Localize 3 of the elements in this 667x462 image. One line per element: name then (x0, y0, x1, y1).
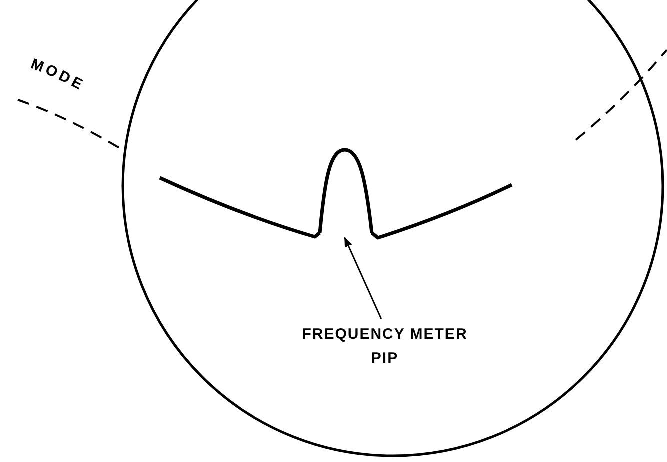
callout-text: FREQUENCY METER PIP (295, 323, 475, 371)
pip-peak (318, 148, 374, 234)
leader-line (344, 237, 382, 320)
